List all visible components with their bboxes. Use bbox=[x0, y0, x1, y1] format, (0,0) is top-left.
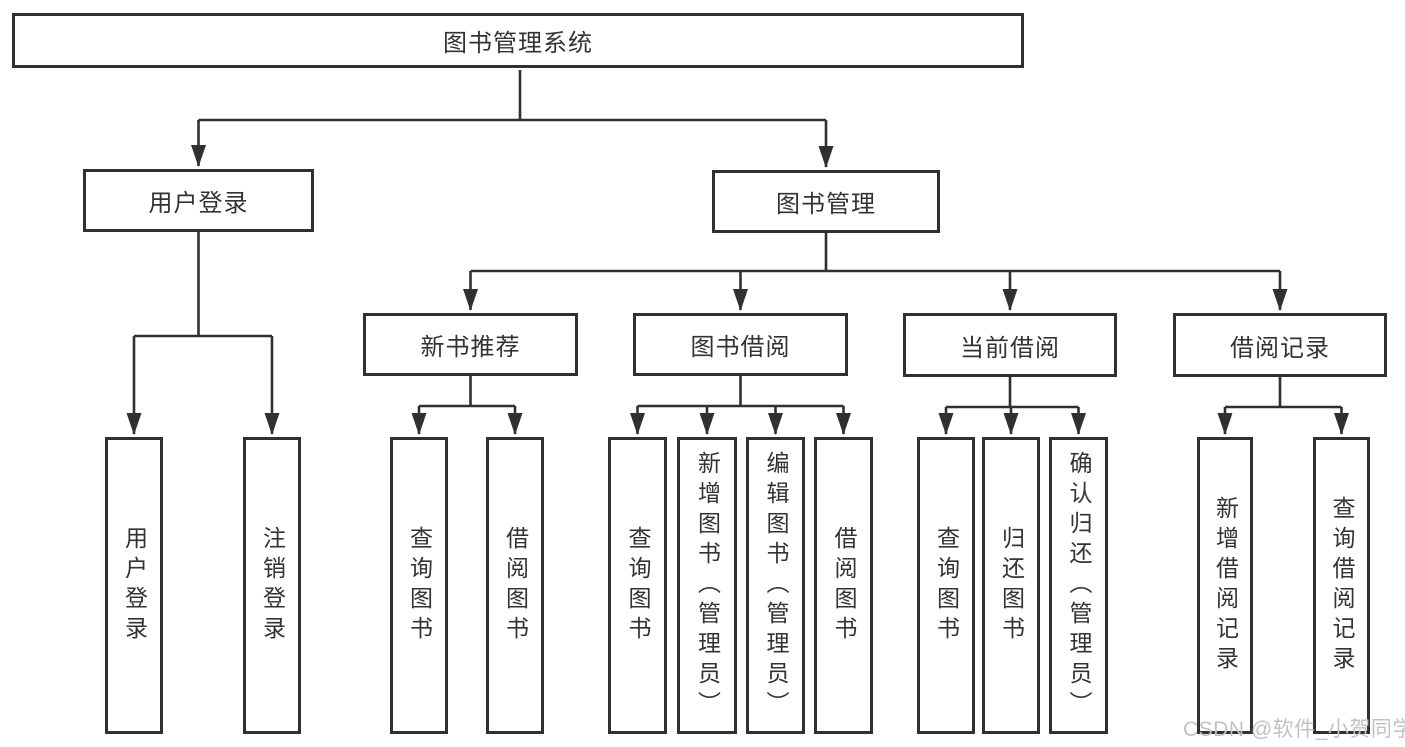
node-current-return-books: 归还图书 bbox=[982, 437, 1040, 734]
node-newbook-borrow-books: 借阅图书 bbox=[486, 437, 544, 734]
node-current-borrowing: 当前借阅 bbox=[903, 313, 1117, 377]
connector-new-book-to-leaves bbox=[411, 376, 523, 435]
node-current-query-books: 查询图书 bbox=[917, 437, 975, 734]
node-records-query-borrow-record: 查询借阅记录 bbox=[1313, 437, 1370, 734]
node-borrowing-query-books: 查询图书 bbox=[608, 437, 667, 734]
node-book-management: 图书管理 bbox=[712, 170, 940, 233]
connector-user-login-to-leaves bbox=[126, 232, 280, 435]
node-new-book-recommendation: 新书推荐 bbox=[363, 313, 578, 376]
node-borrowing-records: 借阅记录 bbox=[1173, 313, 1387, 377]
watermark: CSDN @软件_小贺同学 bbox=[1183, 718, 1405, 741]
node-logout: 注销登录 bbox=[243, 437, 301, 734]
connector-current-borrowing-to-leaves bbox=[938, 377, 1086, 435]
node-borrowing-edit-book-admin: 编辑图书（管理员） bbox=[746, 437, 805, 734]
node-library-system: 图书管理系统 bbox=[12, 13, 1024, 68]
node-borrowing-add-book-admin: 新增图书（管理员） bbox=[677, 437, 737, 734]
node-newbook-query-books: 查询图书 bbox=[390, 437, 448, 734]
connector-root-to-level2 bbox=[191, 70, 834, 168]
node-user-login: 用户登录 bbox=[83, 169, 314, 232]
node-book-borrowing: 图书借阅 bbox=[633, 313, 848, 376]
connector-borrowing-records-to-leaves bbox=[1217, 377, 1349, 435]
node-records-add-borrow-record: 新增借阅记录 bbox=[1197, 437, 1253, 734]
connector-book-borrowing-to-leaves bbox=[630, 376, 851, 435]
node-user-login-action: 用户登录 bbox=[105, 437, 163, 734]
node-borrowing-borrow-books: 借阅图书 bbox=[814, 437, 873, 734]
connector-book-management-to-level3 bbox=[463, 233, 1288, 311]
node-current-confirm-return-admin: 确认归还（管理员） bbox=[1049, 437, 1108, 734]
